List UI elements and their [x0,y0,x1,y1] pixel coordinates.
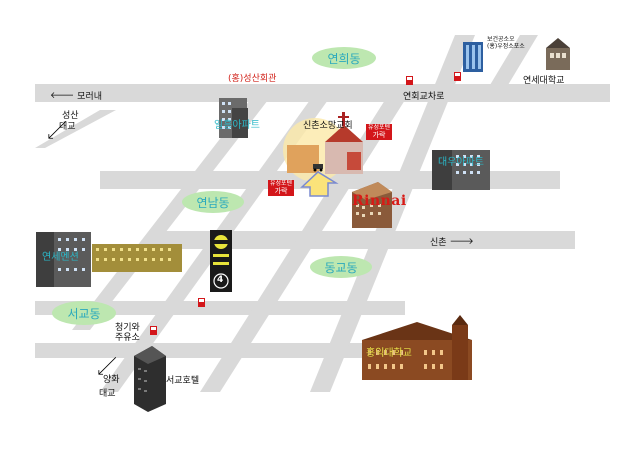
label-post-office-top: 보건공소오 [487,36,515,43]
direction-morenae-label: 모러내 [77,92,102,102]
gas-station-icon [406,76,413,85]
gas-station-icon [150,326,157,335]
label-cheonggiwa: 청기와 주유소 [115,323,140,344]
direction-morenae: 🡐 모러내 [50,89,102,102]
direction-sinchon: 신촌 🡒 [430,235,474,248]
label-ilheung-apt: 일흥아파트 [214,120,260,131]
label-seongsan-daegyo: 대교 [59,122,76,133]
label-daewoo-apt: 대우아파트 [438,157,484,168]
area-label-donggyo: 동교동 [310,256,372,278]
bus-stop-sign [210,230,232,292]
direction-sinchon-label: 신촌 [430,238,447,248]
sign-1: 유성포텐 가락 [366,124,393,141]
gas-station-icon [454,72,461,81]
label-post-office: 보건공소오 (홍)우정소포소 [487,36,525,51]
sign-1-top: 유성포텐 [368,124,391,131]
label-cheonggiwa-bottom: 주유소 [115,333,140,344]
area-label-seogyo: 서교동 [52,301,116,325]
arrow-right-icon: 🡒 [449,237,474,247]
car-icon [313,164,323,172]
building-rinnai [352,182,392,228]
label-seogyo-hotel: 서교호텔 [166,376,200,386]
label-seongsan-hall: (홍)성산회관 [228,74,277,84]
building-church [283,112,363,182]
label-cheonggiwa-top: 청기와 [115,323,140,333]
label-yeonsei-mansion: 연세멘션 [42,252,79,263]
building-ilheung-apt [219,98,248,138]
label-rinnai: Rinnai [352,193,407,209]
label-sinchon-church: 신촌소망교회 [303,121,353,131]
road-diagonal-1 [310,35,475,392]
label-bus-stop-number: 4 [217,275,224,285]
area-label-yeonnam: 연남동 [182,191,244,213]
building-yonsei [546,38,570,70]
road-diagonal-5 [35,110,116,148]
label-yanghwa-daegyo: 대교 [99,389,116,400]
label-yonsei-univ: 연세대학교 [523,76,565,86]
building-seogyo-hotel [134,346,166,412]
road-horizontal-3 [150,231,575,249]
building-hongik-univ [362,315,472,380]
road-diagonal-4 [72,100,268,330]
sign-2-top: 유성포텐 [270,180,293,187]
gas-station-icon [198,298,205,307]
area-label-yeonhui: 연희동 [312,47,376,69]
building-yeonsei-mansion [36,232,182,287]
label-yanghwa-bridge: 양화 대교 [95,375,120,400]
sign-2-bottom: 가락 [274,186,288,195]
label-hongik-univ: 홍익대학교 [366,348,412,359]
road-horizontal-4 [35,301,405,315]
location-arrow-icon [300,171,339,197]
road-horizontal-1 [35,84,610,102]
building-daewoo-apt [432,150,490,190]
sign-1-bottom: 가락 [372,130,386,139]
label-seongsan: 성산 [62,111,79,121]
arrow-left-icon: 🡐 [50,91,75,101]
label-seongsan-bridge: 성산 대교 [59,111,79,133]
road-diagonal-6 [487,35,538,90]
label-post-office-bottom: (홍)우정소포소 [487,42,525,50]
label-yanghwa: 양화 [103,375,120,385]
building-post-office [463,42,483,72]
sign-2: 유성포텐 가락 [268,180,295,197]
label-yeonhui-intersection: 연회교차로 [403,92,445,102]
